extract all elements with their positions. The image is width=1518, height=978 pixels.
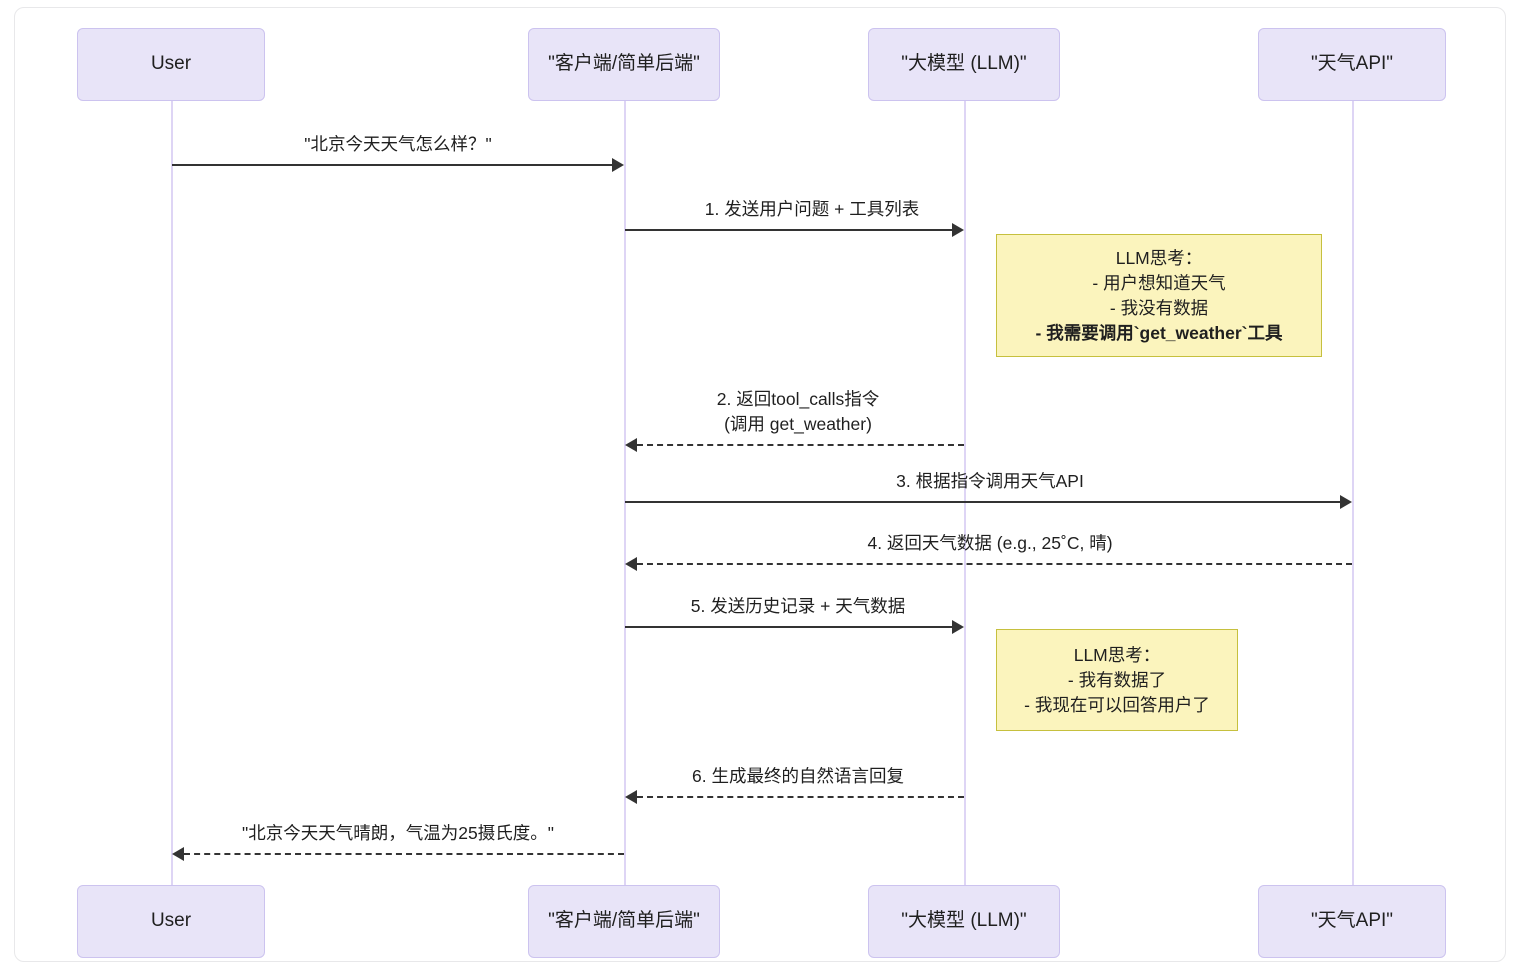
participant-label: User (150, 53, 192, 75)
message-arrow-1 (625, 229, 952, 231)
sequence-diagram-canvas: User "客户端/简单后端" "大模型 (LLM)" "天气API" User… (15, 8, 1507, 963)
participant-api-bottom[interactable]: "天气API" (1258, 885, 1446, 958)
message-arrow-6 (637, 796, 964, 798)
lifeline-api (1352, 101, 1354, 885)
participant-label: "客户端/简单后端" (548, 910, 700, 932)
message-label-2-line1: 2. 返回tool_calls指令 (716, 389, 880, 409)
note-line: - 用户想知道天气 (1092, 272, 1226, 293)
message-arrow-5 (625, 626, 952, 628)
message-label-user-question: "北京今天天气怎么样？" (304, 134, 492, 154)
message-label-4: 4. 返回天气数据 (e.g., 25˚C, 晴) (867, 533, 1113, 553)
note-llm-thinking-2: LLM思考： - 我有数据了 - 我现在可以回答用户了 (996, 629, 1238, 731)
lifeline-client (624, 101, 626, 885)
note-line: - 我有数据了 (1067, 669, 1167, 690)
participant-label: "大模型 (LLM)" (901, 53, 1027, 75)
note-llm-thinking-1: LLM思考： - 用户想知道天气 - 我没有数据 - 我需要调用`get_wea… (996, 234, 1322, 357)
note-line: - 我需要调用`get_weather`工具 (1035, 322, 1283, 343)
diagram-frame: User "客户端/简单后端" "大模型 (LLM)" "天气API" User… (14, 7, 1506, 962)
arrowhead-left-icon (625, 557, 637, 571)
message-label-1: 1. 发送用户问题 + 工具列表 (704, 199, 920, 219)
message-label-2-line2: (调用 get_weather) (724, 414, 872, 434)
arrowhead-left-icon (172, 847, 184, 861)
arrowhead-left-icon (625, 790, 637, 804)
participant-label: User (150, 910, 192, 932)
message-arrow-3 (625, 501, 1340, 503)
participant-label: "天气API" (1310, 910, 1394, 932)
message-label-6: 6. 生成最终的自然语言回复 (692, 766, 904, 786)
arrowhead-right-icon (612, 158, 624, 172)
participant-llm-top[interactable]: "大模型 (LLM)" (868, 28, 1060, 101)
message-arrow-user-question (172, 164, 612, 166)
arrowhead-right-icon (1340, 495, 1352, 509)
participant-client-top[interactable]: "客户端/简单后端" (528, 28, 720, 101)
note-line: - 我没有数据 (1109, 297, 1209, 318)
participant-llm-bottom[interactable]: "大模型 (LLM)" (868, 885, 1060, 958)
participant-user-top[interactable]: User (77, 28, 265, 101)
message-label-final-answer: "北京今天天气晴朗，气温为25摄氏度。" (242, 823, 554, 843)
message-label-3: 3. 根据指令调用天气API (896, 471, 1084, 491)
note-line: LLM思考： (1073, 644, 1161, 665)
participant-label: "天气API" (1310, 53, 1394, 75)
lifeline-user (171, 101, 173, 885)
participant-user-bottom[interactable]: User (77, 885, 265, 958)
lifeline-llm (964, 101, 966, 885)
arrowhead-left-icon (625, 438, 637, 452)
participant-client-bottom[interactable]: "客户端/简单后端" (528, 885, 720, 958)
arrowhead-right-icon (952, 223, 964, 237)
message-label-5: 5. 发送历史记录 + 天气数据 (690, 596, 906, 616)
message-arrow-4 (637, 563, 1352, 565)
participant-api-top[interactable]: "天气API" (1258, 28, 1446, 101)
note-line: LLM思考： (1115, 247, 1203, 268)
note-line: - 我现在可以回答用户了 (1024, 694, 1210, 715)
message-arrow-2 (637, 444, 964, 446)
message-label-2: 2. 返回tool_calls指令 (调用 get_weather) (717, 387, 879, 437)
participant-label: "大模型 (LLM)" (901, 910, 1027, 932)
message-arrow-final-answer (184, 853, 624, 855)
participant-label: "客户端/简单后端" (548, 53, 700, 75)
arrowhead-right-icon (952, 620, 964, 634)
